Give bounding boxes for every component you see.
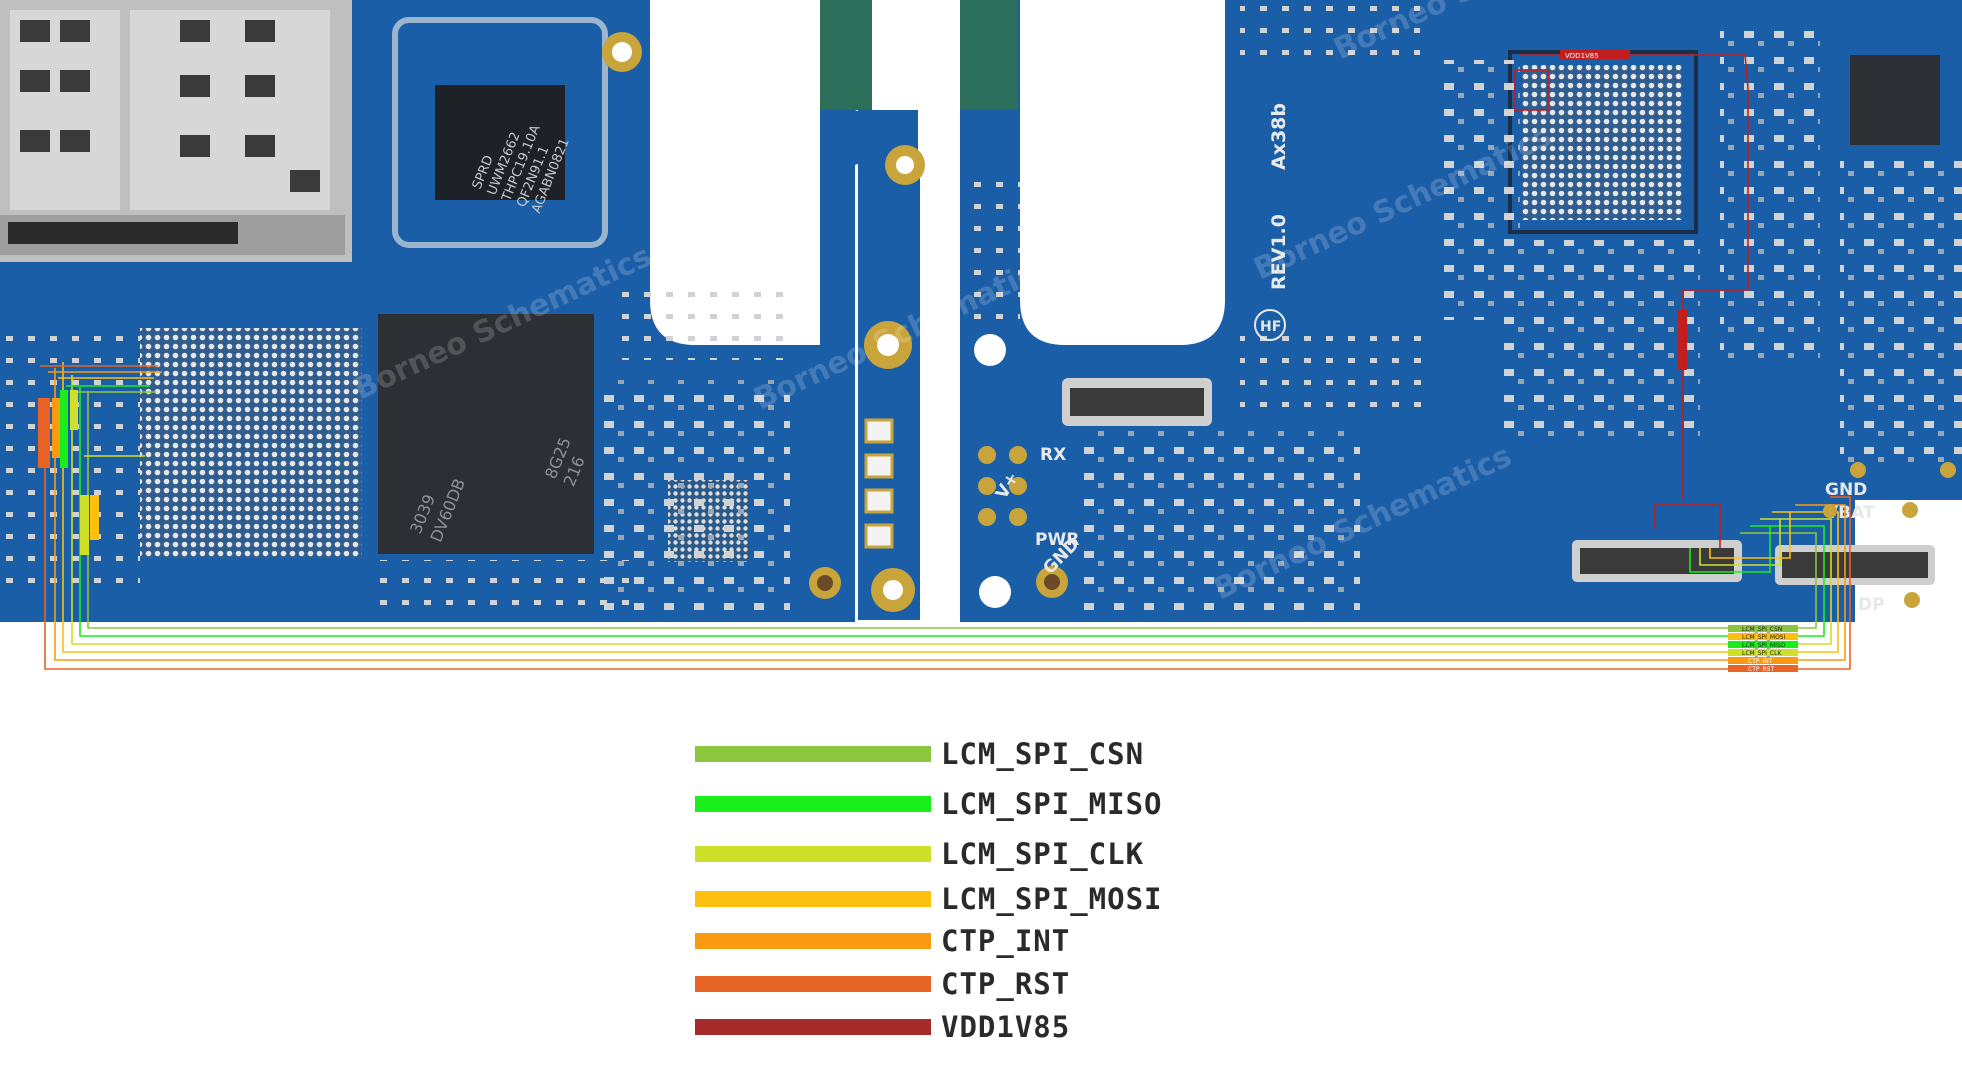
ram-chip: 3039 DV60DB 8G25 216 — [378, 314, 594, 554]
label-pwr: PWR — [1035, 530, 1079, 550]
gold-pad-column — [864, 418, 894, 549]
legend-label: LCM_SPI_MISO — [941, 787, 1163, 821]
legend-swatch — [695, 891, 931, 907]
hf-logo-ring — [1254, 309, 1286, 341]
legend-item-lcm-spi-mosi: LCM_SPI_MOSI — [695, 882, 1163, 916]
trace-lcm-mosi — [62, 362, 1839, 653]
tag-int: CTP_INT — [1748, 658, 1773, 665]
label-hf: HF — [1260, 319, 1281, 335]
label-rev: REV1.0 — [1268, 214, 1290, 290]
legend-label: CTP_RST — [941, 967, 1071, 1001]
vdd-tag-label: VDD1V85 — [1565, 52, 1599, 60]
legend-label: CTP_INT — [941, 924, 1071, 958]
legend-swatch — [695, 933, 931, 949]
soc-bga-area — [140, 328, 362, 558]
legend-item-lcm-spi-clk: LCM_SPI_CLK — [695, 837, 1144, 871]
vdd-tag — [1560, 50, 1630, 59]
legend-swatch — [695, 846, 931, 862]
board-cutout-left — [650, 0, 820, 345]
label-gnd-right: GND — [1825, 480, 1867, 500]
label-dp: DP — [1858, 595, 1885, 615]
tag-clk: LCM_SPI_CLK — [1742, 650, 1782, 657]
legend-label: LCM_SPI_CSN — [941, 737, 1145, 771]
signal-endpoints — [38, 390, 1837, 555]
trace-lcm-clk — [71, 375, 1832, 645]
rf-chip-sprd: SPRD UWM2662 THPC19.10A QF2N91.1 AGABN08… — [392, 17, 608, 248]
label-model: Ax38b — [1268, 103, 1290, 170]
tag-rst: CTP_RST — [1748, 666, 1774, 673]
tag-miso: LCM_SPI_MISO — [1742, 642, 1786, 649]
tag-mosi: LCM_SPI_MOSI — [1742, 634, 1786, 641]
legend-swatch — [695, 746, 931, 762]
board-cutout-right — [1020, 0, 1225, 345]
legend-swatch — [695, 796, 931, 812]
legend-item-vdd1v85: VDD1V85 — [695, 1010, 1070, 1044]
wifi-chip — [1850, 55, 1940, 145]
connector-label-tags: LCM_SPI_CSN LCM_SPI_MOSI LCM_SPI_MISO LC… — [1728, 625, 1798, 673]
legend-label: VDD1V85 — [941, 1010, 1071, 1044]
legend-swatch — [695, 976, 931, 992]
sim-tray — [0, 0, 352, 262]
flex-strip-right — [960, 0, 1018, 110]
label-rx: RX — [1040, 445, 1066, 465]
trace-ctp-rst — [44, 398, 1851, 670]
legend-swatch — [695, 1019, 931, 1035]
legend-item-lcm-spi-miso: LCM_SPI_MISO — [695, 787, 1163, 821]
board-to-board-connector — [1062, 378, 1212, 426]
tag-csn: LCM_SPI_CSN — [1742, 626, 1782, 633]
test-pads — [978, 446, 1027, 526]
mount-holes-right — [974, 334, 1068, 608]
legend-item-ctp-int: CTP_INT — [695, 924, 1070, 958]
legend-label: LCM_SPI_MOSI — [941, 882, 1163, 916]
mount-holes-left — [809, 145, 925, 612]
vdd-tag-vertical — [1678, 310, 1687, 370]
legend-item-ctp-rst: CTP_RST — [695, 967, 1070, 1001]
legend-item-lcm-spi-csn: LCM_SPI_CSN — [695, 737, 1144, 771]
flex-strip-left — [820, 0, 872, 110]
legend-label: LCM_SPI_CLK — [941, 837, 1145, 871]
